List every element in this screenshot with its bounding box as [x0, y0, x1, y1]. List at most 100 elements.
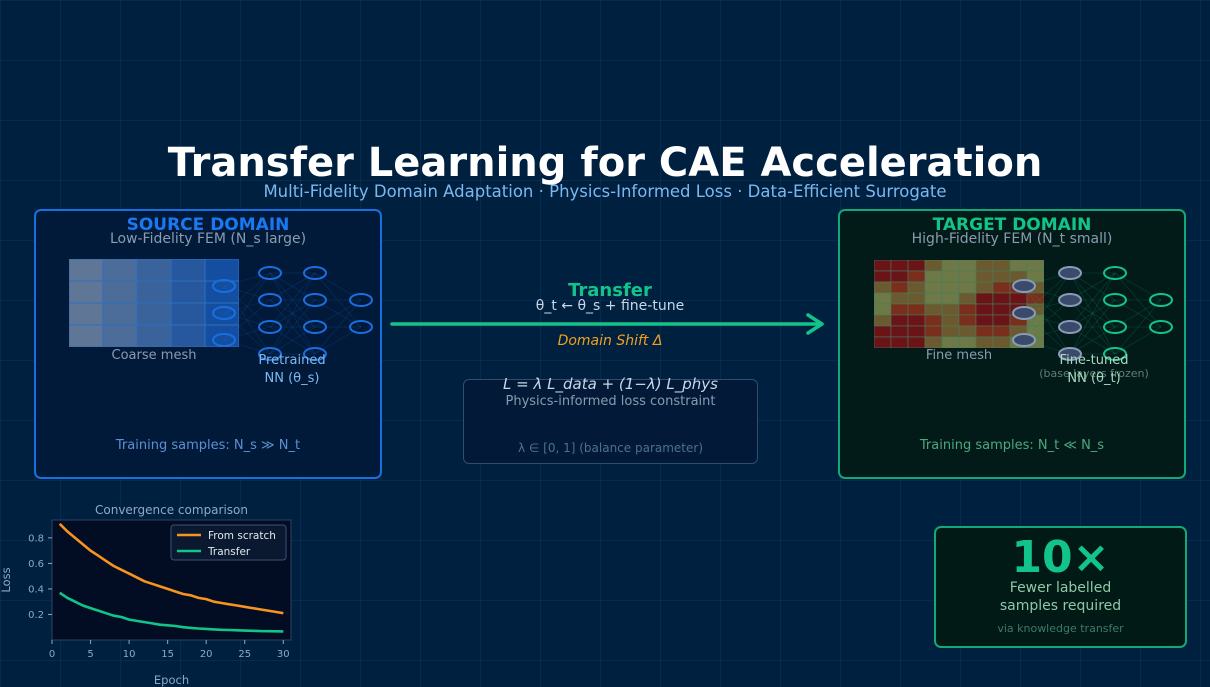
source-domain-title: SOURCE DOMAIN: [126, 215, 290, 235]
target-domain-subtitle: High-Fidelity FEM (N_t small): [911, 231, 1113, 247]
fine-tuned-nn-connection: [1023, 285, 1071, 355]
fine-mesh-cell: [890, 260, 909, 272]
chart-x-axis-label: Epoch: [154, 673, 189, 687]
chart-x-tick-label: 15: [161, 649, 174, 660]
transfer-arrow: [390, 313, 824, 335]
fine-mesh-cell: [890, 292, 909, 305]
pretrained-nn-connection: [223, 299, 271, 341]
chart-legend-label: From scratch: [208, 530, 276, 542]
pretrained-nn-neuron: [258, 347, 282, 361]
fine-mesh-cell: [874, 325, 892, 338]
pretrained-network-diagram: [212, 266, 373, 361]
pretrained-nn-neuron: [303, 266, 327, 280]
fine-mesh-cell: [907, 260, 926, 272]
fine-mesh-cell: [890, 270, 909, 283]
fine-tuned-nn-connection: [1114, 272, 1162, 328]
fine-tuned-nn-connection: [1069, 272, 1116, 328]
fine-tuned-nn-connection: [1023, 285, 1071, 328]
fine-mesh-cell: [924, 292, 943, 305]
pretrained-nn-connection: [269, 299, 316, 355]
pretrained-nn-connection: [223, 285, 271, 301]
pretrained-nn-connection: [314, 272, 362, 328]
lambda-note: λ ∈ [0, 1] (balance parameter): [517, 441, 704, 455]
pretrained-nn-label-2: NN (θ_s): [264, 371, 320, 386]
chart-y-tick-label: 0.6: [28, 559, 44, 570]
fine-mesh-cell: [874, 292, 892, 305]
fine-tuned-nn-neuron: [1012, 279, 1036, 293]
pretrained-nn-neuron: [258, 266, 282, 280]
fine-tuned-nn-neuron: [1103, 266, 1127, 280]
pretrained-nn-connection: [314, 299, 362, 355]
fine-mesh-cell: [890, 336, 909, 348]
pretrained-nn-connection: [223, 326, 271, 341]
pretrained-nn-neuron: [212, 306, 236, 320]
fine-mesh-cell: [890, 325, 909, 338]
pretrained-nn-label-1: Pretrained: [258, 353, 326, 368]
fine-tuned-nn-connection: [1069, 272, 1116, 355]
pretrained-nn-connection: [223, 272, 271, 314]
fine-tuned-nn-connection: [1069, 272, 1116, 355]
fine-tuned-nn-connection: [1114, 299, 1162, 355]
fine-mesh-cell: [941, 270, 960, 283]
chart-x-tick-label: 30: [277, 649, 290, 660]
coarse-mesh-cell: [69, 302, 104, 326]
fine-tuned-nn-connection: [1069, 272, 1116, 328]
fine-mesh-cell: [907, 292, 926, 305]
fine-tuned-nn-neuron: [1012, 333, 1036, 347]
pretrained-nn-neuron: [349, 293, 373, 307]
fine-mesh-cell: [890, 281, 909, 294]
coarse-mesh-cell: [102, 302, 138, 326]
chart-series-line-from-scratch: [58, 522, 284, 615]
fine-tuned-nn-connection: [1023, 299, 1071, 341]
fine-mesh-cell: [924, 270, 943, 283]
fine-mesh-cell: [924, 325, 943, 338]
chart-y-axis-label: Loss: [0, 567, 13, 592]
chart-x-tick-label: 20: [200, 649, 213, 660]
pretrained-nn-connection: [223, 312, 271, 328]
fine-mesh-cell: [890, 303, 909, 316]
fine-mesh-cell: [890, 314, 909, 327]
fine-mesh-cell: [975, 281, 994, 294]
pretrained-nn-connection: [269, 272, 316, 328]
pretrained-nn-connection: [269, 272, 316, 355]
frozen-layers-note: (base layers frozen): [1039, 367, 1149, 380]
chart-y-tick-label: 0.8: [28, 533, 44, 544]
target-domain-title: TARGET DOMAIN: [932, 215, 1092, 235]
chart-y-tick-label: 0.2: [28, 610, 44, 621]
transfer-label: Transfer: [568, 280, 652, 301]
fine-tuned-nn-neuron: [1012, 306, 1036, 320]
fine-mesh-label: Fine mesh: [925, 348, 993, 363]
fine-mesh-cell: [958, 292, 977, 305]
chart-legend-label: Transfer: [207, 546, 251, 558]
fine-tuned-nn-neuron: [1103, 320, 1127, 334]
fine-mesh-cell: [907, 270, 926, 283]
loss-function-box: [463, 379, 758, 464]
pretrained-nn-connection: [223, 272, 271, 287]
pretrained-nn-connection: [223, 285, 271, 328]
fine-tuned-network-diagram: [1012, 266, 1173, 361]
coarse-mesh-cell: [69, 259, 104, 282]
fine-mesh-cell: [907, 281, 926, 294]
fine-tuned-nn-label-2: NN (θ_t): [1067, 371, 1121, 386]
coarse-mesh-cell: [69, 280, 104, 304]
coarse-mesh: [69, 259, 239, 347]
pretrained-nn-neuron: [212, 279, 236, 293]
pretrained-nn-neuron: [258, 293, 282, 307]
fine-tuned-nn-neuron: [1058, 347, 1082, 361]
fine-tuned-nn-connection: [1069, 299, 1116, 355]
speedup-note: via knowledge transfer: [997, 622, 1124, 635]
fine-mesh-cell: [975, 325, 994, 338]
fine-mesh-cell: [924, 303, 943, 316]
fine-tuned-nn-neuron: [1149, 293, 1173, 307]
fine-tuned-nn-neuron: [1103, 293, 1127, 307]
fine-mesh-cell: [958, 260, 977, 272]
fine-mesh-cell: [941, 325, 960, 338]
domain-shift-label: Domain Shift Δ: [557, 333, 663, 349]
pretrained-nn-neuron: [349, 320, 373, 334]
fine-mesh-cell: [924, 314, 943, 327]
pretrained-nn-connection: [223, 285, 271, 355]
chart-y-tick-label: 0.4: [28, 584, 44, 595]
coarse-mesh-cell: [102, 259, 138, 282]
fine-mesh-cell: [975, 260, 994, 272]
